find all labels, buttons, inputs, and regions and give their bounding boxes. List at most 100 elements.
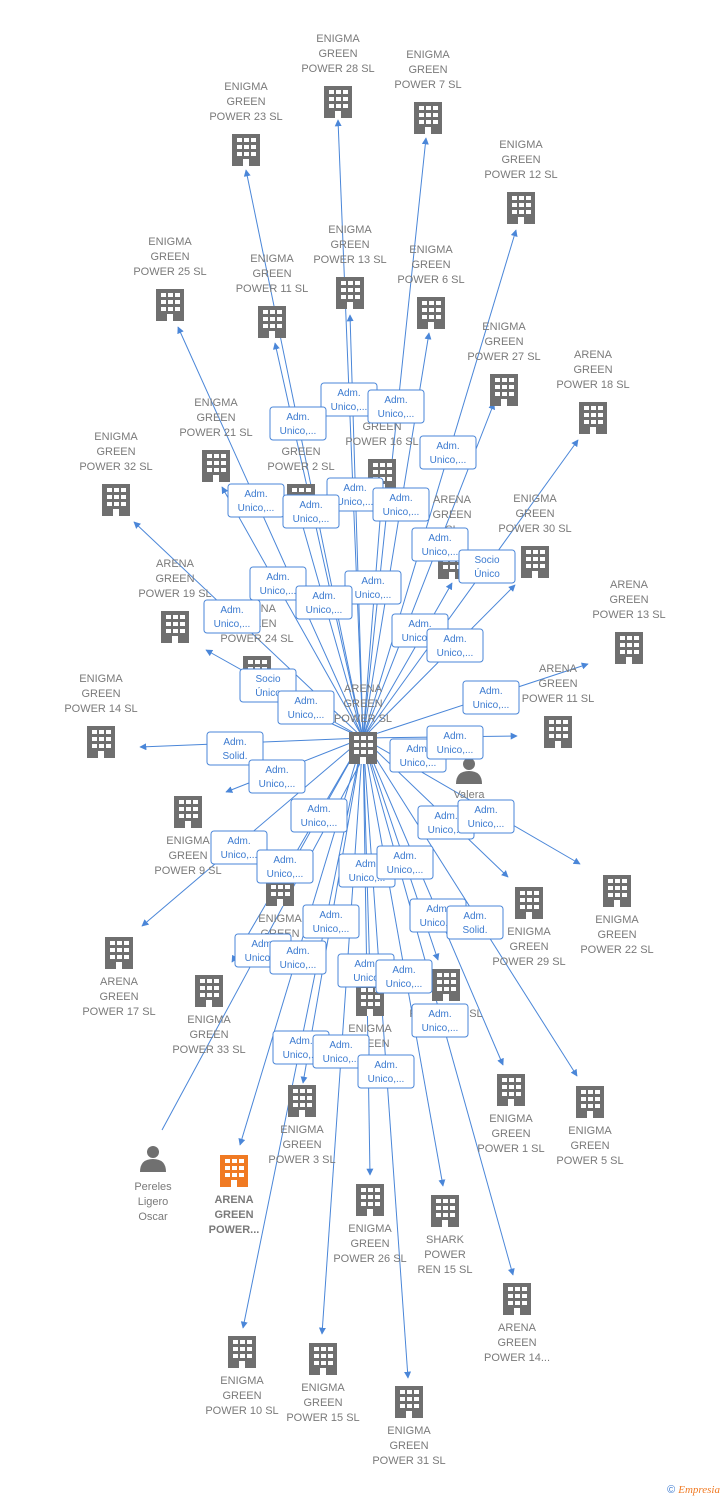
- building-icon: [414, 102, 442, 134]
- edge-arrow-agp18: [362, 439, 579, 739]
- edge-arrow-agp16: [362, 494, 385, 739]
- edge-label-box[interactable]: Adm.Unico,...: [411, 527, 469, 562]
- edge-label-box[interactable]: Adm.Unico,...: [411, 1003, 469, 1038]
- company-label-egp14-line-2: GREEN: [81, 688, 120, 700]
- edge-label-box[interactable]: Adm.Unico,...: [375, 959, 433, 994]
- company-label-agp19-line-3: POWER 19 SL: [138, 588, 211, 600]
- edge-label-text: Adm.: [393, 851, 416, 862]
- edge-label-text: Unico,...: [283, 1050, 320, 1061]
- edge-label-box[interactable]: Adm.Unico,...: [357, 1054, 415, 1089]
- company-label-egp3-line-2: GREEN: [282, 1139, 321, 1151]
- edge-label-box[interactable]: Adm.Unico,...: [312, 1034, 370, 1069]
- edge-label-text: Unico,...: [267, 869, 304, 880]
- edge-label-box[interactable]: Adm.Unico,...: [376, 845, 434, 880]
- edge-label-box[interactable]: Adm.Unico,...: [372, 487, 430, 522]
- edge-label-text: Adm.: [227, 836, 250, 847]
- edge-label-box[interactable]: Adm.Unico,...: [290, 798, 348, 833]
- edge-label-box[interactable]: Adm.Unico,...: [203, 599, 261, 634]
- building-icon: [490, 374, 518, 406]
- person-node-val[interactable]: Valera: [454, 758, 486, 801]
- edge-label-box[interactable]: Adm.Unico,...: [295, 585, 353, 620]
- edge-label-box[interactable]: Adm.Unico,...: [210, 830, 268, 865]
- edge-label-text: Adm.: [299, 500, 322, 511]
- footer-brand[interactable]: © Empresia: [667, 1484, 720, 1496]
- edge-label-box[interactable]: Adm.Unico,...: [249, 566, 307, 601]
- edge-label-box[interactable]: Adm.Unico,...: [269, 406, 327, 441]
- edge-label-box[interactable]: Adm.Unico,...: [227, 483, 285, 518]
- person-label-plo-line-1: Pereles: [134, 1181, 172, 1193]
- edge-label-box[interactable]: Adm.Solid.: [206, 731, 264, 766]
- company-label-egp7-line-2: GREEN: [408, 64, 447, 76]
- edge-label-text: Adm.: [354, 959, 377, 970]
- edge-label-box[interactable]: Adm.Solid.: [446, 905, 504, 940]
- edge-label-text: Socio: [255, 674, 280, 685]
- edge-label-text: Unico,...: [430, 455, 467, 466]
- company-label-spr15-line-2: POWER: [424, 1249, 466, 1261]
- building-icon: [87, 726, 115, 758]
- edge-label-text: Unico,...: [422, 1023, 459, 1034]
- building-icon: [497, 1074, 525, 1106]
- edge-label-box[interactable]: Adm.Unico,...: [248, 759, 306, 794]
- edge-label-text: Adm.: [406, 744, 429, 755]
- edge-label-box[interactable]: Adm.Unico,...: [269, 940, 327, 975]
- edge-label-box[interactable]: Adm.Unico,...: [426, 628, 484, 663]
- edge-label-box[interactable]: Adm.Unico,...: [282, 494, 340, 529]
- company-label-egp12-line-3: POWER 12 SL: [484, 169, 557, 181]
- edge-label-box[interactable]: Adm.Unico,...: [277, 690, 335, 725]
- company-label-egp15-line-2: GREEN: [303, 1397, 342, 1409]
- edge-label-box[interactable]: Adm.Unico,...: [462, 680, 520, 715]
- company-label-egp13-line-3: POWER 13 SL: [313, 254, 386, 266]
- company-label-egp10-line-3: POWER 10 SL: [205, 1405, 278, 1417]
- person-label-val-line-1: Valera: [454, 789, 486, 801]
- edge-label-box[interactable]: Adm.Unico,...: [457, 799, 515, 834]
- edge-label-box[interactable]: Adm.Unico,...: [256, 849, 314, 884]
- edge-label-box[interactable]: Adm.Unico,...: [344, 570, 402, 605]
- company-label-egp15-line-3: POWER 15 SL: [286, 1412, 359, 1424]
- edge-label-box[interactable]: Adm.Unico,...: [367, 389, 425, 424]
- company-label-egpy-line-1: ENIGMA: [348, 1023, 392, 1035]
- company-label-agp13-line-2: GREEN: [609, 594, 648, 606]
- highlighted-company-node[interactable]: ARENAGREENPOWER...: [209, 1155, 260, 1236]
- company-label-egp25-line-1: ENIGMA: [148, 236, 192, 248]
- edge-label-box[interactable]: Adm.Unico,...: [419, 435, 477, 470]
- edge-label-box[interactable]: Adm.Unico,...: [426, 725, 484, 760]
- edge-label-box[interactable]: Adm.Unico,...: [302, 904, 360, 939]
